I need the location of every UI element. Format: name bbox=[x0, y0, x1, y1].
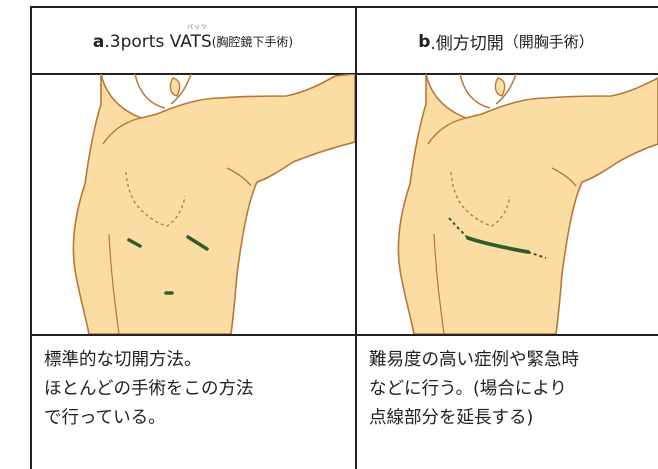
column-a-title: .3ports VATS bbox=[104, 31, 212, 52]
column-a-letter: a bbox=[92, 31, 105, 52]
torso-figure-a bbox=[72, 74, 355, 334]
table-column-divider bbox=[355, 6, 357, 469]
column-b-illustration bbox=[356, 74, 658, 334]
column-b-header: b .側方切開 （開胸手術） bbox=[356, 10, 656, 73]
column-b-title: .側方切開 bbox=[430, 34, 504, 54]
torso-figure-b bbox=[397, 74, 658, 334]
column-a-desc-line-3: で行っている。 bbox=[44, 408, 166, 428]
incision-extension-upper bbox=[448, 217, 469, 239]
figure-row-divider bbox=[30, 334, 658, 336]
column-b-description: 難易度の高い症例や緊急時 などに行う。(場合により 点線部分を延長する) bbox=[369, 346, 579, 433]
column-b-desc-line-1: 難易度の高い症例や緊急時 bbox=[369, 350, 579, 370]
column-a-desc-line-1: 標準的な切開方法。 bbox=[44, 350, 202, 370]
column-b-letter: b bbox=[418, 31, 431, 52]
column-a-illustration bbox=[31, 74, 355, 334]
column-a-subtitle: (胸腔鏡下手術) bbox=[211, 35, 294, 49]
lateral-incision bbox=[466, 236, 530, 254]
column-b-subtitle: （開胸手術） bbox=[503, 33, 594, 51]
table-border-top bbox=[30, 6, 658, 8]
column-a-header: バッツ a .3ports VATS (胸腔鏡下手術) bbox=[31, 10, 355, 73]
header-row-divider bbox=[30, 73, 658, 75]
column-b-desc-line-2: などに行う。(場合により bbox=[369, 379, 567, 399]
column-a-description: 標準的な切開方法。 ほとんどの手術をこの方法 で行っている。 bbox=[44, 346, 253, 433]
port-incision-2 bbox=[186, 235, 209, 251]
column-b-desc-line-3: 点線部分を延長する) bbox=[369, 408, 534, 428]
column-a-ruby: バッツ bbox=[187, 24, 209, 31]
table-border-left bbox=[30, 6, 32, 469]
column-a-desc-line-2: ほとんどの手術をこの方法 bbox=[44, 379, 254, 399]
port-incision-1 bbox=[127, 238, 142, 248]
